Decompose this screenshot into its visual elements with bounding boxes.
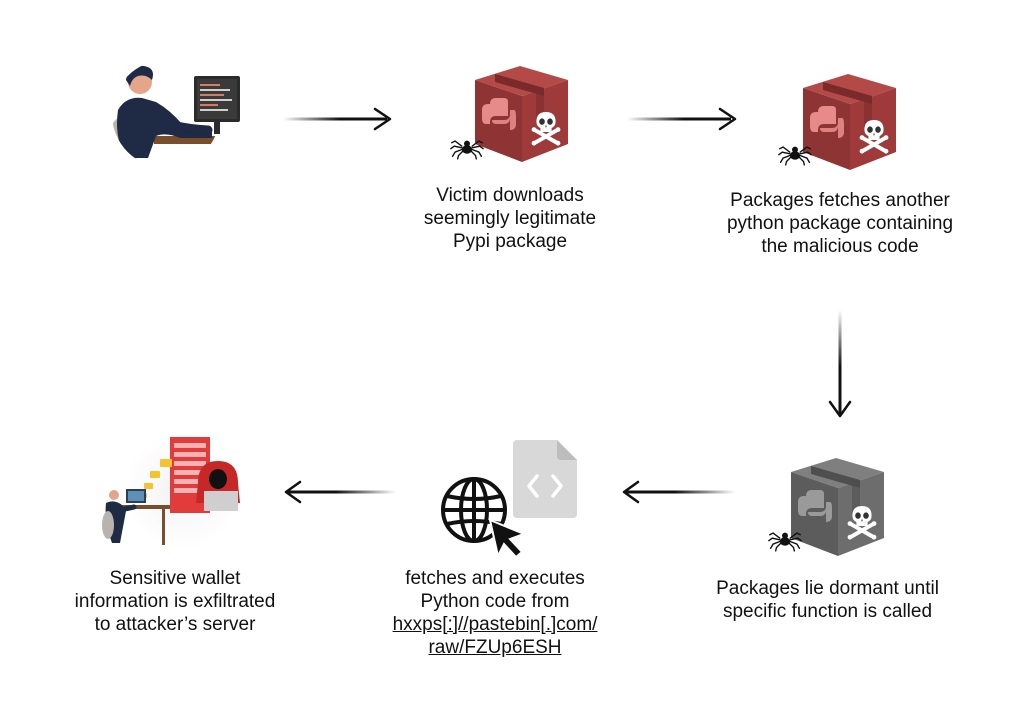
step-2-caption: Victim downloads seemingly legitimate Py… <box>423 185 597 252</box>
python-logo-icon <box>810 106 844 138</box>
step-6-caption: Sensitive wallet information is exfiltra… <box>74 568 276 635</box>
arrow-1-right <box>283 107 392 131</box>
dormant-package-icon <box>766 448 891 563</box>
arrow-4-left <box>622 480 735 504</box>
globe-cursor-icon <box>438 474 530 559</box>
victim-desk-icon <box>102 489 170 545</box>
code-file-icon <box>513 440 577 518</box>
malicious-package-icon-2 <box>778 66 903 176</box>
pastebin-url-text: raw/FZUp6ESH <box>428 637 562 658</box>
monitor-icon <box>194 76 240 134</box>
python-logo-icon <box>798 490 832 522</box>
victim-illustration <box>104 58 244 168</box>
exfiltration-illustration <box>100 433 250 555</box>
hacker-icon <box>196 461 240 511</box>
arrow-2-right <box>627 107 737 131</box>
step-5-caption: fetches and executes Python code from hx… <box>360 567 630 659</box>
python-logo-icon <box>482 98 516 130</box>
step-4-caption: Packages lie dormant until specific func… <box>716 578 939 622</box>
step-3-caption: Packages fetches another python package … <box>726 190 954 257</box>
arrow-5-left <box>284 480 396 504</box>
pastebin-url-text: hxxps[:]//pastebin[.]com/ <box>392 614 598 635</box>
arrow-3-down <box>828 310 852 418</box>
malicious-package-icon-1 <box>450 58 575 168</box>
